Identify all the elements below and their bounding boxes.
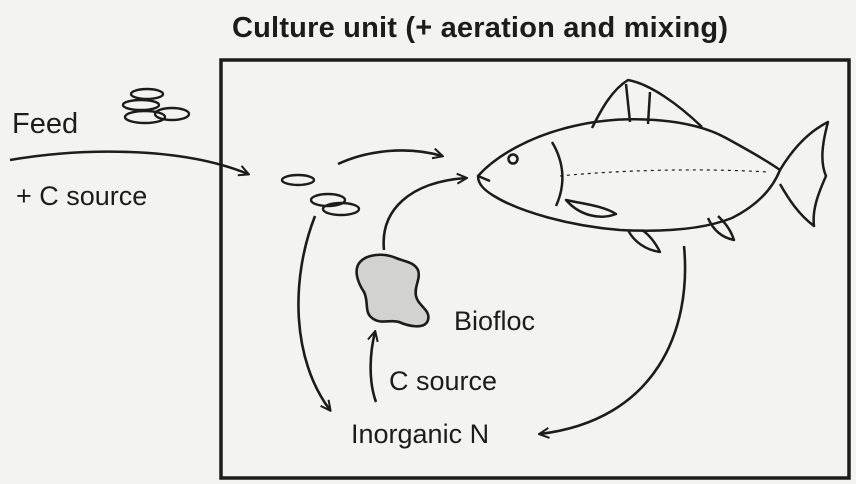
arrow-biofloc-to-fish xyxy=(384,178,466,250)
feed-label: Feed xyxy=(12,110,78,139)
carbon-input-label: + C source xyxy=(16,183,147,210)
diagram-title: Culture unit (+ aeration and mixing) xyxy=(232,14,728,43)
arrow-carbon-to-biofloc xyxy=(371,332,376,402)
arrow-fish-to-inorganic-n xyxy=(540,246,685,434)
arrow-feed-to-pellets xyxy=(10,152,248,174)
arrow-pellets-to-fish xyxy=(338,150,442,164)
inorganic-n-label: Inorganic N xyxy=(351,421,489,448)
culture-unit-tank xyxy=(221,60,849,478)
pellets-icon xyxy=(282,175,359,215)
carbon-source-label: C source xyxy=(389,368,497,395)
biofloc-label: Biofloc xyxy=(454,308,535,335)
feed-pellets-icon xyxy=(123,89,189,123)
arrow-pellets-to-inorganic-n xyxy=(298,216,330,410)
biofloc-particle-icon xyxy=(357,255,429,326)
fish-icon xyxy=(478,80,828,252)
